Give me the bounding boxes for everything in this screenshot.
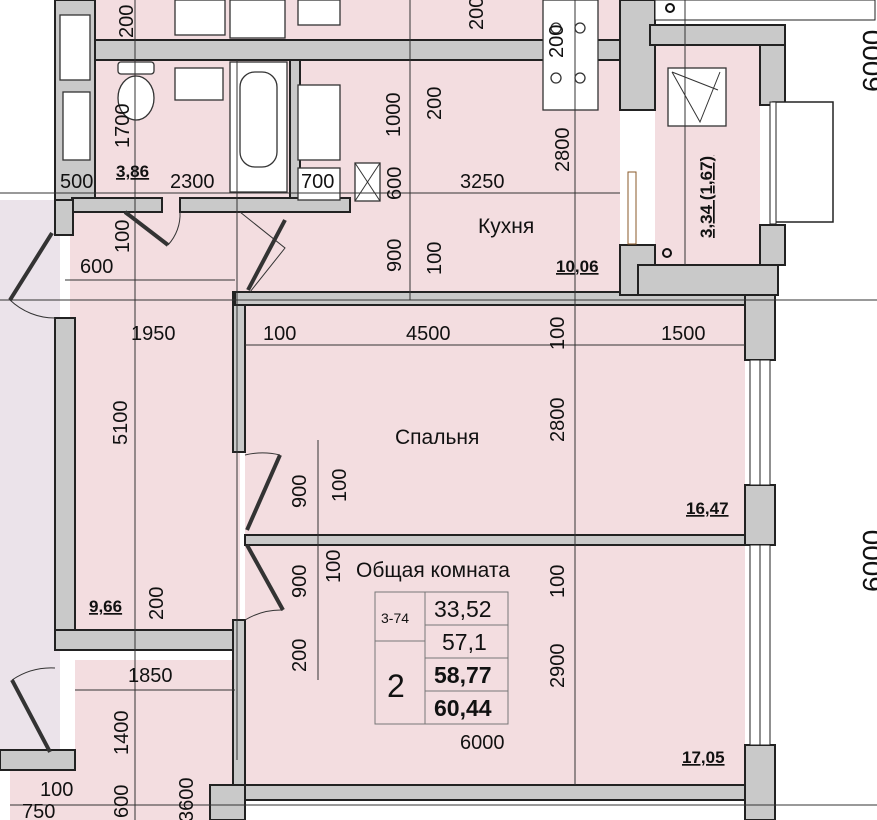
dim-label: 750	[22, 801, 55, 820]
dim-label: 600	[384, 167, 406, 200]
room-label-kitchen: Кухня	[478, 215, 534, 238]
bathroom-fixtures	[59, 0, 727, 202]
area-living: 17,05	[682, 748, 725, 767]
dim-label: 1950	[131, 323, 176, 345]
dim-label: 900	[384, 239, 406, 272]
dim-label: 900	[289, 475, 311, 508]
doors	[8, 210, 287, 753]
dim-label: 1700	[112, 104, 134, 149]
room-label-bedroom: Спальня	[395, 426, 479, 449]
dim-label: 100	[329, 469, 351, 502]
dim-label: 2800	[552, 128, 574, 173]
dim-label: 3600	[176, 778, 198, 820]
area-balcony: 3,34 (1,67)	[697, 156, 716, 238]
dim-label: 6000	[857, 30, 877, 92]
dim-label: 2900	[547, 644, 569, 689]
dim-label: 6000	[460, 732, 505, 754]
dim-label: 3250	[460, 171, 505, 193]
area-bathroom: 3,86	[116, 162, 149, 181]
dim-label: 1000	[383, 93, 405, 138]
dim-label: 200	[546, 25, 568, 58]
dim-label: 200	[146, 587, 168, 620]
room-fills	[10, 0, 760, 820]
rooms-count: 2	[387, 668, 405, 704]
dim-label: 2300	[170, 171, 215, 193]
dim-label: 100	[547, 565, 569, 598]
dim-label: 100	[263, 323, 296, 345]
dim-label: 100	[424, 242, 446, 275]
apartment-code: 3-74	[381, 610, 409, 626]
dim-label: 200	[116, 5, 138, 38]
area-bedroom: 16,47	[686, 499, 729, 518]
outside-area	[0, 200, 60, 760]
area-kitchen: 10,06	[556, 257, 599, 276]
dim-label: 1500	[661, 323, 706, 345]
dim-label: 200	[466, 0, 488, 30]
dimension-labels: 200 200 200 200 1000 1700 500 2300 700 6…	[22, 0, 877, 820]
room-label-living: Общая комната	[356, 559, 510, 582]
area-2: 58,77	[434, 662, 492, 688]
dim-label: 600	[111, 785, 133, 818]
dim-label: 100	[40, 779, 73, 801]
area-1: 57,1	[442, 629, 487, 655]
living-area: 33,52	[434, 596, 492, 622]
dim-label: 1850	[128, 665, 173, 687]
dim-label: 5100	[110, 401, 132, 446]
apartment-summary-table: 3-74 2 33,52 57,1 58,77 60,44	[374, 591, 509, 725]
dim-label: 2800	[547, 398, 569, 443]
dim-label: 1400	[111, 711, 133, 756]
dim-label: 200	[424, 87, 446, 120]
dim-label: 600	[80, 256, 113, 278]
area-hallway: 9,66	[89, 597, 122, 616]
windows	[627, 0, 876, 746]
dim-label: 700	[301, 171, 334, 193]
dim-label: 100	[323, 550, 345, 583]
dim-label: 6000	[857, 530, 877, 592]
dim-label: 100	[112, 220, 134, 253]
dim-label: 900	[289, 565, 311, 598]
dim-label: 500	[60, 171, 93, 193]
dim-label: 100	[547, 317, 569, 350]
dim-label: 200	[289, 639, 311, 672]
dim-label: 4500	[406, 323, 451, 345]
area-total: 60,44	[434, 695, 492, 721]
